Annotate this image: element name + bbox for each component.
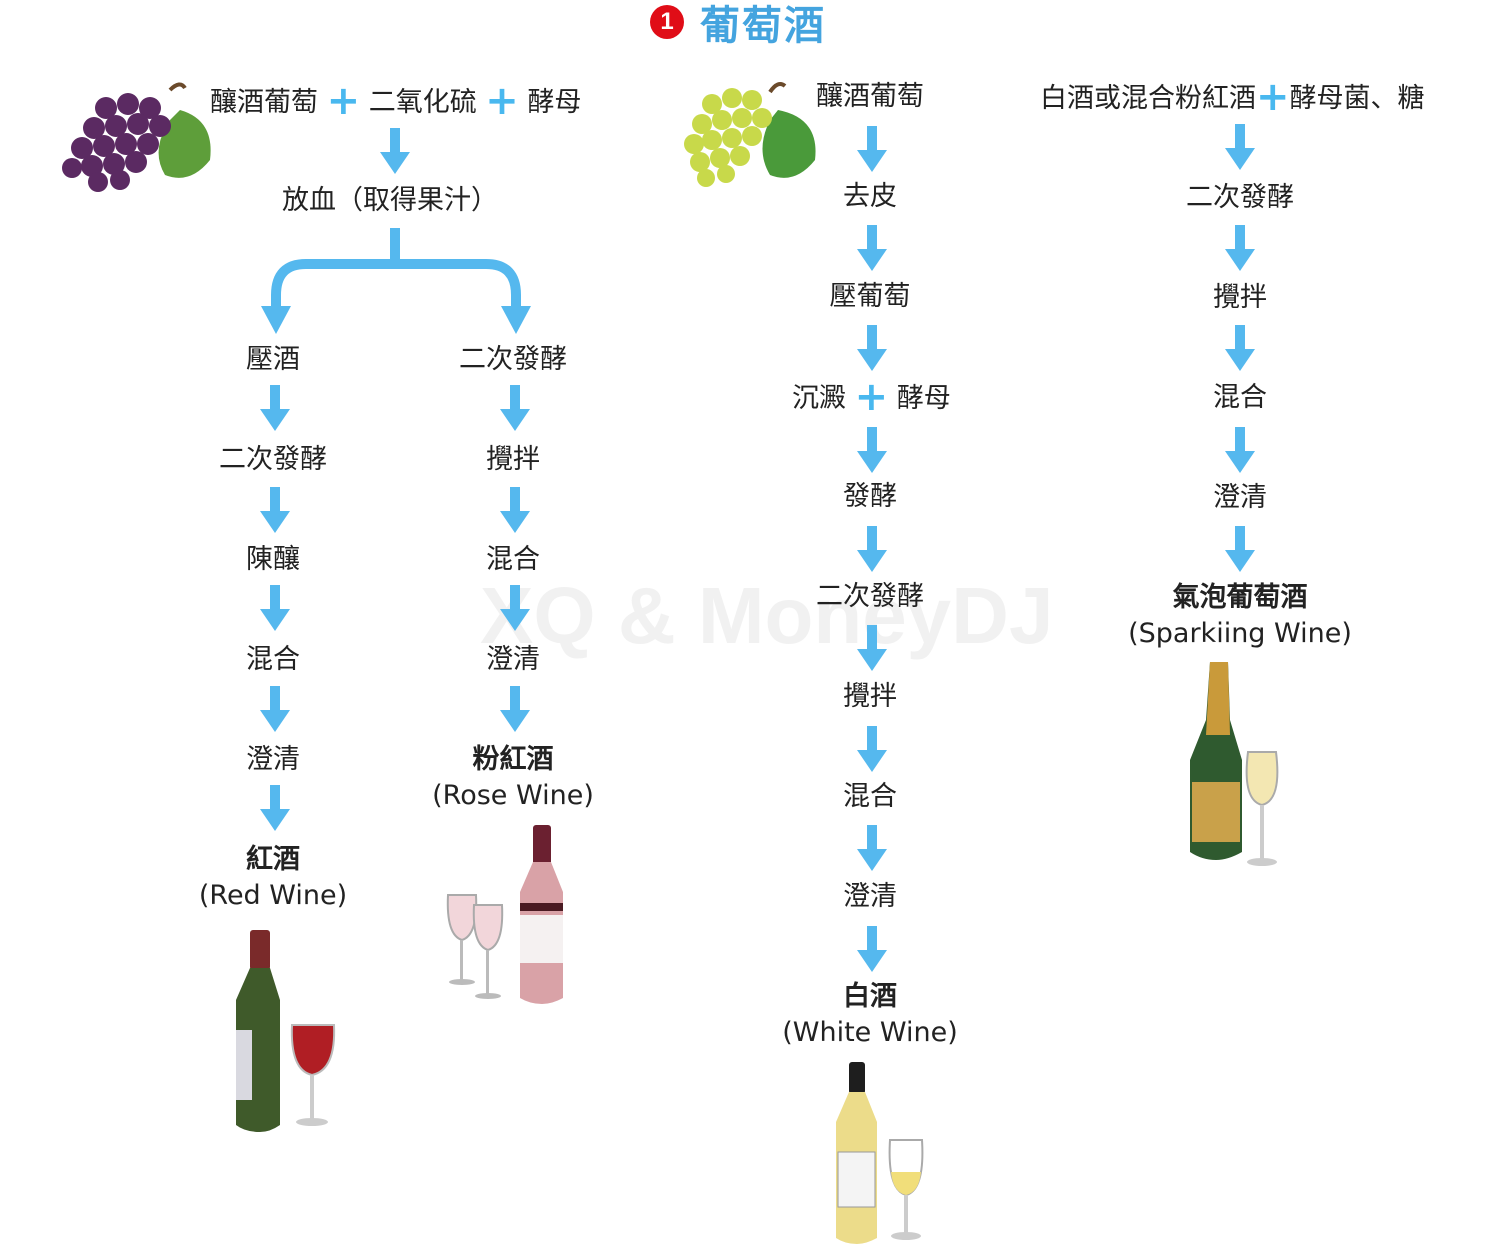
sparkling-step: 攪拌 xyxy=(1213,282,1267,313)
white-step: 混合 xyxy=(843,781,897,812)
red-result-en: (Red Wine) xyxy=(198,880,348,911)
title-text: 葡萄酒 xyxy=(700,3,826,49)
white-result-en: (White Wine) xyxy=(782,1017,958,1048)
sparkling-step: 混合 xyxy=(1213,382,1267,413)
sparkling-result-zh: 氣泡葡萄酒 xyxy=(1172,582,1308,613)
sparkling-step: 澄清 xyxy=(1213,482,1267,513)
red-step: 澄清 xyxy=(246,744,300,775)
white-step: 澄清 xyxy=(843,881,897,912)
red-step: 陳釀 xyxy=(246,544,300,575)
white-step-yeast: 酵母 xyxy=(896,383,951,414)
rose-wine-bottle-icon xyxy=(446,825,563,1004)
rose-step: 澄清 xyxy=(486,644,540,675)
white-step: 二次發酵 xyxy=(816,581,924,612)
red-wine-bottle-icon xyxy=(236,930,336,1132)
sparkling-step: 二次發酵 xyxy=(1186,182,1294,213)
input-grapes: 釀酒葡萄 xyxy=(210,87,318,118)
input-so2: 二氧化硫 xyxy=(368,87,477,118)
rose-step: 二次發酵 xyxy=(459,344,567,375)
branch-connector xyxy=(261,228,531,334)
rose-result-zh: 粉紅酒 xyxy=(472,744,554,775)
plus-icon: + xyxy=(1256,74,1290,120)
plus-icon: + xyxy=(326,78,361,124)
sediment-row: 沉澱 + 酵母 xyxy=(792,377,951,417)
rose-step: 攪拌 xyxy=(486,444,540,475)
green-grapes-icon xyxy=(684,82,816,187)
white-step-sediment: 沉澱 xyxy=(792,383,846,414)
white-step: 攪拌 xyxy=(843,681,897,712)
red-step: 混合 xyxy=(246,644,300,675)
white-step: 壓葡萄 xyxy=(829,281,911,312)
plus-icon: + xyxy=(854,374,889,420)
white-result-zh: 白酒 xyxy=(843,981,897,1012)
sparkling-input-yeast-sugar: 酵母菌、糖 xyxy=(1289,83,1425,114)
sparkling-inputs: 白酒或混合粉紅酒+酵母菌、糖 xyxy=(1040,77,1425,117)
white-step: 去皮 xyxy=(843,181,897,212)
white-wine-bottle-icon xyxy=(836,1062,924,1244)
white-input: 釀酒葡萄 xyxy=(816,81,924,112)
plus-icon: + xyxy=(485,78,519,124)
watermark: XQ & MoneyDJ xyxy=(480,571,1054,660)
sparkling-input-wine: 白酒或混合粉紅酒 xyxy=(1040,83,1256,114)
white-step: 發酵 xyxy=(843,481,897,512)
red-grapes-icon xyxy=(62,82,211,192)
sparkling-result-en: (Sparkiing Wine) xyxy=(1128,618,1352,649)
rose-result-en: (Rose Wine) xyxy=(432,780,594,811)
rose-step: 混合 xyxy=(486,544,540,575)
champagne-bottle-icon xyxy=(1190,662,1279,866)
page-title: 1 葡萄酒 xyxy=(650,0,826,49)
input-yeast: 酵母 xyxy=(527,87,582,118)
red-step: 二次發酵 xyxy=(219,444,327,475)
step-badge: 1 xyxy=(650,5,684,39)
red-inputs: 釀酒葡萄 + 二氧化硫 + 酵母 xyxy=(210,81,582,121)
bleed-step: 放血（取得果汁） xyxy=(282,185,498,216)
red-step: 壓酒 xyxy=(246,344,300,375)
red-result-zh: 紅酒 xyxy=(246,844,300,875)
arrow xyxy=(380,128,410,174)
